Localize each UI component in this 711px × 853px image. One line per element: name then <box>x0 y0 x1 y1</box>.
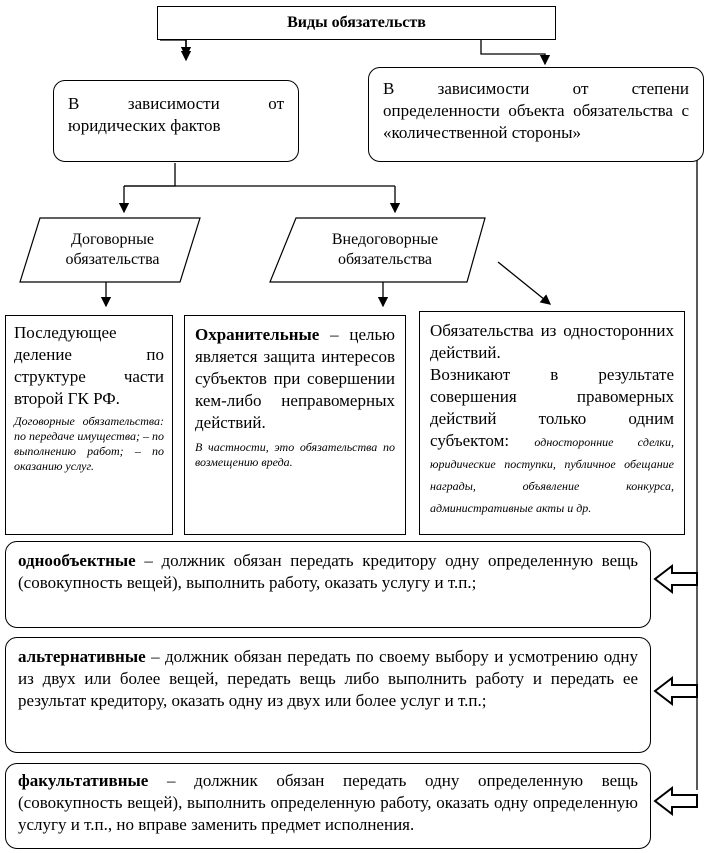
unilateral-box: Обязательства из односторонних действий.… <box>419 311 685 535</box>
connector-unilateral <box>497 261 552 305</box>
category-object-certainty: В зависимости от степени определенности … <box>368 67 704 162</box>
contract-detail-note: Договорные обязательства: по передаче им… <box>14 414 164 473</box>
noncontract-type-label: Внедоговорные обязательства <box>331 231 439 268</box>
type-optional-text: – должник обязан передать одну определен… <box>18 771 638 834</box>
protective-main: Охранительные – целью является защита ин… <box>195 324 395 434</box>
contract-type-shape <box>19 217 201 283</box>
unilateral-main2-text: Возникают в результате совершения правом… <box>430 365 674 450</box>
type-single-text: – должник обязан передать кредитору одну… <box>18 551 638 592</box>
noncontract-type-shape <box>269 217 486 283</box>
protective-text: – целью является защита интересов субъек… <box>195 325 395 432</box>
protective-note: В частности, это обязательства по возмещ… <box>195 440 395 469</box>
type-single-bold: однообъектные <box>18 551 136 570</box>
contract-detail-main: Последующее деление по структуре части в… <box>14 323 164 408</box>
type-single-box: однообъектные – должник обязан передать … <box>5 541 651 628</box>
unilateral-main1: Обязательства из односторонних действий. <box>430 321 674 362</box>
contract-type-label: Договорные обязательства <box>65 231 160 268</box>
unilateral-note: односторонние сделки, юридические поступ… <box>430 435 674 515</box>
connector-title-right <box>480 40 551 66</box>
type-alternative-bold: альтернативные <box>18 647 146 666</box>
unilateral-main2: Возникают в результате совершения правом… <box>430 364 674 518</box>
type-optional-bold: факультативные <box>18 771 149 790</box>
hollow-arrow-single <box>653 563 698 595</box>
type-alternative-text: – должник обязан передать по своему выбо… <box>18 647 638 710</box>
hollow-arrow-alternative <box>653 675 698 707</box>
diagram-title: Виды обязательств <box>157 6 556 40</box>
contract-detail-box: Последующее деление по структуре части в… <box>5 315 173 535</box>
type-alternative-box: альтернативные – должник обязан передать… <box>5 637 651 753</box>
protective-bold: Охранительные <box>195 325 320 344</box>
type-optional-box: факультативные – должник обязан передать… <box>5 763 651 849</box>
category-object-certainty-text: В зависимости от степени определенности … <box>383 79 689 142</box>
hollow-arrow-optional <box>653 785 698 817</box>
category-legal-facts: В зависимости от юридических фактов <box>53 80 299 162</box>
protective-box: Охранительные – целью является защита ин… <box>184 315 406 535</box>
category-legal-facts-text: В зависимости от юридических фактов <box>68 94 284 135</box>
